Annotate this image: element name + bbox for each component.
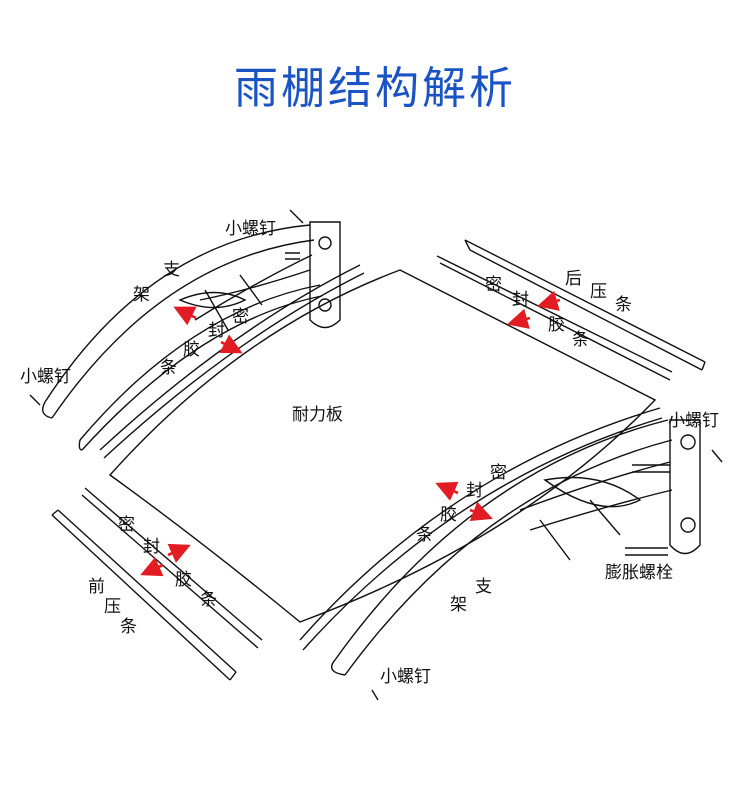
label-seal-ra-4: 条 <box>416 525 433 545</box>
page-title: 雨棚结构解析 <box>234 63 516 114</box>
label-bracket-right-a: 架 <box>450 595 467 615</box>
screw-bottom-line <box>371 689 379 701</box>
label-seal-la-4: 条 <box>160 358 177 378</box>
label-seal-front-1: 密 <box>118 515 135 535</box>
label-rear-2: 压 <box>590 282 607 302</box>
label-screw-bottom: 小螺钉 <box>380 667 431 687</box>
label-rear-1: 后 <box>565 269 582 289</box>
screw-top-left-line <box>289 209 304 224</box>
label-bracket-left-b: 支 <box>163 260 180 280</box>
screw-right-line <box>711 449 723 463</box>
label-front-2: 压 <box>104 597 121 617</box>
label-front-1: 前 <box>88 577 105 597</box>
arrow-5 <box>435 481 459 501</box>
arrow-2 <box>219 334 243 354</box>
label-bracket-right-b: 支 <box>475 577 492 597</box>
label-bracket-left-a: 架 <box>133 285 150 305</box>
polycarbonate-panel <box>108 269 657 623</box>
label-seal-rear-1: 密 <box>485 275 502 295</box>
label-screw-left: 小螺钉 <box>20 367 71 387</box>
label-expansion-bolt: 膨胀螺栓 <box>605 563 673 583</box>
label-seal-rear-2: 封 <box>512 290 529 310</box>
label-rear-3: 条 <box>615 295 632 315</box>
front-strips <box>51 487 263 681</box>
label-panel: 耐力板 <box>292 405 343 425</box>
label-seal-ra-3: 胶 <box>440 505 457 525</box>
arrow-7 <box>167 543 191 563</box>
arrow-1 <box>173 306 197 326</box>
arrow-4 <box>506 308 531 329</box>
label-seal-front-2: 封 <box>143 537 160 557</box>
label-seal-la-3: 胶 <box>183 340 200 360</box>
arrow-8 <box>140 557 164 577</box>
label-screw-right: 小螺钉 <box>668 411 719 431</box>
right-bracket <box>299 407 701 676</box>
label-seal-la-2: 封 <box>208 321 225 341</box>
label-seal-rear-4: 条 <box>572 330 589 350</box>
label-seal-front-3: 胶 <box>175 570 192 590</box>
left-bolt <box>285 252 300 260</box>
label-seal-ra-2: 封 <box>466 481 483 501</box>
left-bracket <box>42 221 341 451</box>
rear-strips <box>436 239 706 381</box>
arrow-6 <box>469 501 493 522</box>
arrow-3 <box>536 290 561 311</box>
label-seal-front-4: 条 <box>200 590 217 610</box>
label-seal-ra-1: 密 <box>490 463 507 483</box>
label-screw-top-left: 小螺钉 <box>225 219 276 239</box>
red-arrows <box>140 290 561 577</box>
label-front-3: 条 <box>120 617 137 637</box>
screw-left-line <box>29 394 41 406</box>
label-seal-la-1: 密 <box>232 307 249 327</box>
label-seal-rear-3: 胶 <box>548 315 565 335</box>
